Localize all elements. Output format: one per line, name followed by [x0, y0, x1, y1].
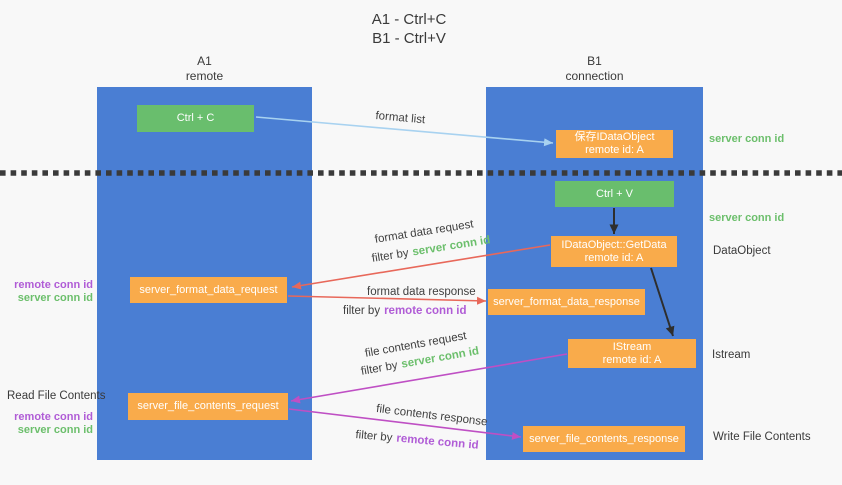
node-ctrl-c: Ctrl + C — [137, 105, 254, 132]
label-format-data-response: format data response — [367, 286, 476, 298]
node-idataobject-getdata-line2: remote id: A — [584, 251, 644, 264]
node-server-file-contents-response-label: server_file_contents_response — [529, 432, 679, 445]
lane-a1-subtitle: remote — [185, 69, 224, 83]
annotation-read-file-contents: Read File Contents — [7, 390, 106, 402]
filter-by-text: filter by — [343, 305, 381, 317]
diagram-title: A1 - Ctrl+C B1 - Ctrl+V — [299, 10, 519, 48]
arrow-format-list — [255, 116, 554, 147]
lane-b1-id: B1 — [587, 54, 602, 68]
node-idataobject-getdata-line1: IDataObject::GetData — [561, 238, 667, 251]
node-ctrl-v: Ctrl + V — [555, 181, 674, 207]
annotation-istream: Istream — [712, 349, 751, 361]
node-save-dataobject-line2: remote id: A — [585, 144, 644, 156]
node-istream: IStream remote id: A — [568, 339, 696, 368]
lane-b1-subtitle: connection — [565, 69, 624, 83]
annotation-remote-conn-id-2: remote conn id — [14, 411, 93, 423]
lane-header-b1: B1 connection — [486, 54, 703, 84]
arrow-getdata-to-istream — [650, 267, 675, 337]
annotation-remote-conn-id-1: remote conn id — [14, 279, 93, 291]
node-server-file-contents-request-label: server_file_contents_request — [137, 400, 279, 412]
lane-header-a1: A1 remote — [97, 54, 312, 84]
arrow-file-contents-response — [288, 408, 522, 440]
arrow-file-contents-request — [290, 353, 568, 404]
node-server-file-contents-response: server_file_contents_response — [523, 426, 685, 452]
title-line-b1: B1 - Ctrl+V — [372, 30, 446, 47]
node-server-format-data-response: server_format_data_response — [488, 289, 645, 315]
annotation-conn-ids-file: remote conn id server conn id — [0, 411, 93, 437]
node-save-dataobject: 保存IDataObject remote id: A — [556, 130, 673, 158]
node-ctrl-c-label: Ctrl + C — [176, 112, 215, 124]
node-idataobject-getdata: IDataObject::GetData remote id: A — [551, 236, 677, 267]
node-server-file-contents-request: server_file_contents_request — [128, 393, 288, 420]
arrow-format-data-request — [291, 244, 551, 290]
node-istream-line2: remote id: A — [602, 353, 662, 366]
annotation-write-file-contents: Write File Contents — [713, 431, 811, 443]
annotation-server-conn-id-2: server conn id — [17, 424, 93, 436]
title-line-a1: A1 - Ctrl+C — [371, 11, 447, 28]
annotation-conn-ids-format: remote conn id server conn id — [0, 279, 93, 305]
annotation-server-conn-id-1: server conn id — [17, 292, 93, 304]
annotation-server-conn-id-top: server conn id — [709, 133, 785, 145]
node-server-format-data-response-label: server_format_data_response — [493, 295, 640, 308]
arrow-format-data-response — [287, 295, 487, 305]
lane-a1-id: A1 — [197, 54, 212, 68]
remote-conn-id-key: remote conn id — [384, 305, 467, 317]
node-ctrl-v-label: Ctrl + V — [596, 187, 633, 200]
annotation-dataobject: DataObject — [713, 245, 771, 257]
node-server-format-data-request: server_format_data_request — [130, 277, 287, 303]
node-istream-line1: IStream — [612, 340, 652, 353]
node-server-format-data-request-label: server_format_data_request — [139, 283, 278, 296]
node-save-dataobject-line1: 保存IDataObject — [574, 131, 655, 143]
annotation-server-conn-id-mid: server conn id — [709, 212, 785, 224]
